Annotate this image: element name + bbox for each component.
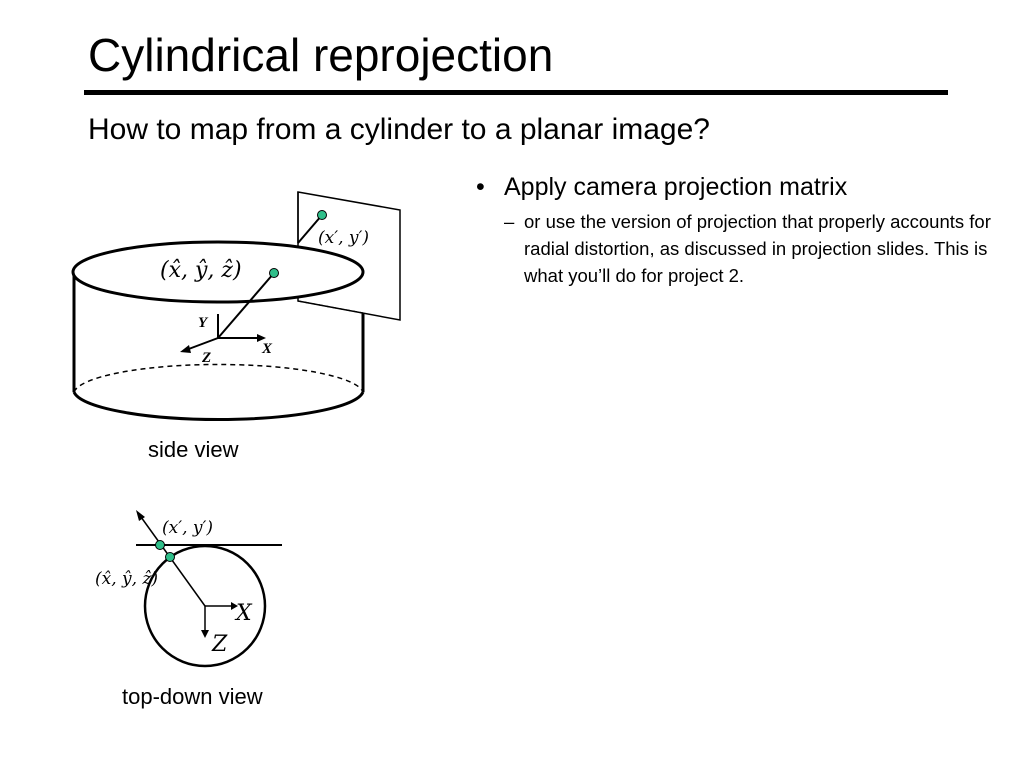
bullet-item: • Apply camera projection matrix <box>476 172 1016 202</box>
cylinder-point <box>269 268 279 278</box>
cylinder-bottom-hidden-edge <box>73 363 364 393</box>
bullet-text: Apply camera projection matrix <box>504 173 848 201</box>
image-point <box>317 210 327 220</box>
top-cylinder-point-label: (x̂, ŷ, ẑ) <box>95 569 158 589</box>
projection-ray-plane <box>297 214 323 244</box>
top-ray-arrowhead <box>136 510 145 521</box>
top-view-caption: top-down view <box>122 684 263 709</box>
side-image-point-label: (x′, y′) <box>318 228 369 248</box>
bullet-dot: • <box>476 173 485 201</box>
projection-ray-cylinder <box>217 272 275 339</box>
top-x-axis-arrowhead <box>231 602 238 610</box>
top-projection-ray <box>140 516 206 607</box>
slide-title: Cylindrical reprojection <box>88 29 554 81</box>
x-axis-arrowhead <box>257 334 266 342</box>
bullet-list: • Apply camera projection matrix – or us… <box>476 172 1016 289</box>
side-view-caption: side view <box>148 437 239 462</box>
top-z-axis-label: Z <box>211 632 228 657</box>
top-z-axis-arrowhead <box>201 630 209 638</box>
cylinder-bottom-edge <box>72 391 365 421</box>
side-cylinder-point-label: (x̂, ŷ, ẑ) <box>160 258 242 283</box>
sub-bullet-text: or use the version of projection that pr… <box>524 211 991 286</box>
side-view-diagram: (x̂, ŷ, ẑ) (x′, y′) Y X Z side view <box>71 191 401 462</box>
z-axis-arrowhead <box>180 345 191 353</box>
slide-subtitle: How to map from a cylinder to a planar i… <box>88 113 710 146</box>
title-underline <box>84 90 948 95</box>
side-x-axis-label: X <box>261 341 273 357</box>
top-x-axis-label: X <box>234 601 253 626</box>
cylinder-top-ellipse <box>71 240 365 304</box>
side-z-axis-label: Z <box>201 350 211 366</box>
sub-bullet-dash: – <box>504 211 515 232</box>
side-y-axis-label: Y <box>198 315 209 331</box>
top-view-diagram: (x′, y′) (x̂, ŷ, ẑ) X Z top-down view <box>95 510 282 709</box>
sub-bullet-item: – or use the version of projection that … <box>504 208 994 289</box>
top-image-point <box>155 540 165 550</box>
z-axis-line <box>185 337 219 351</box>
top-image-point-label: (x′, y′) <box>162 518 213 538</box>
top-cylinder-point <box>165 552 175 562</box>
